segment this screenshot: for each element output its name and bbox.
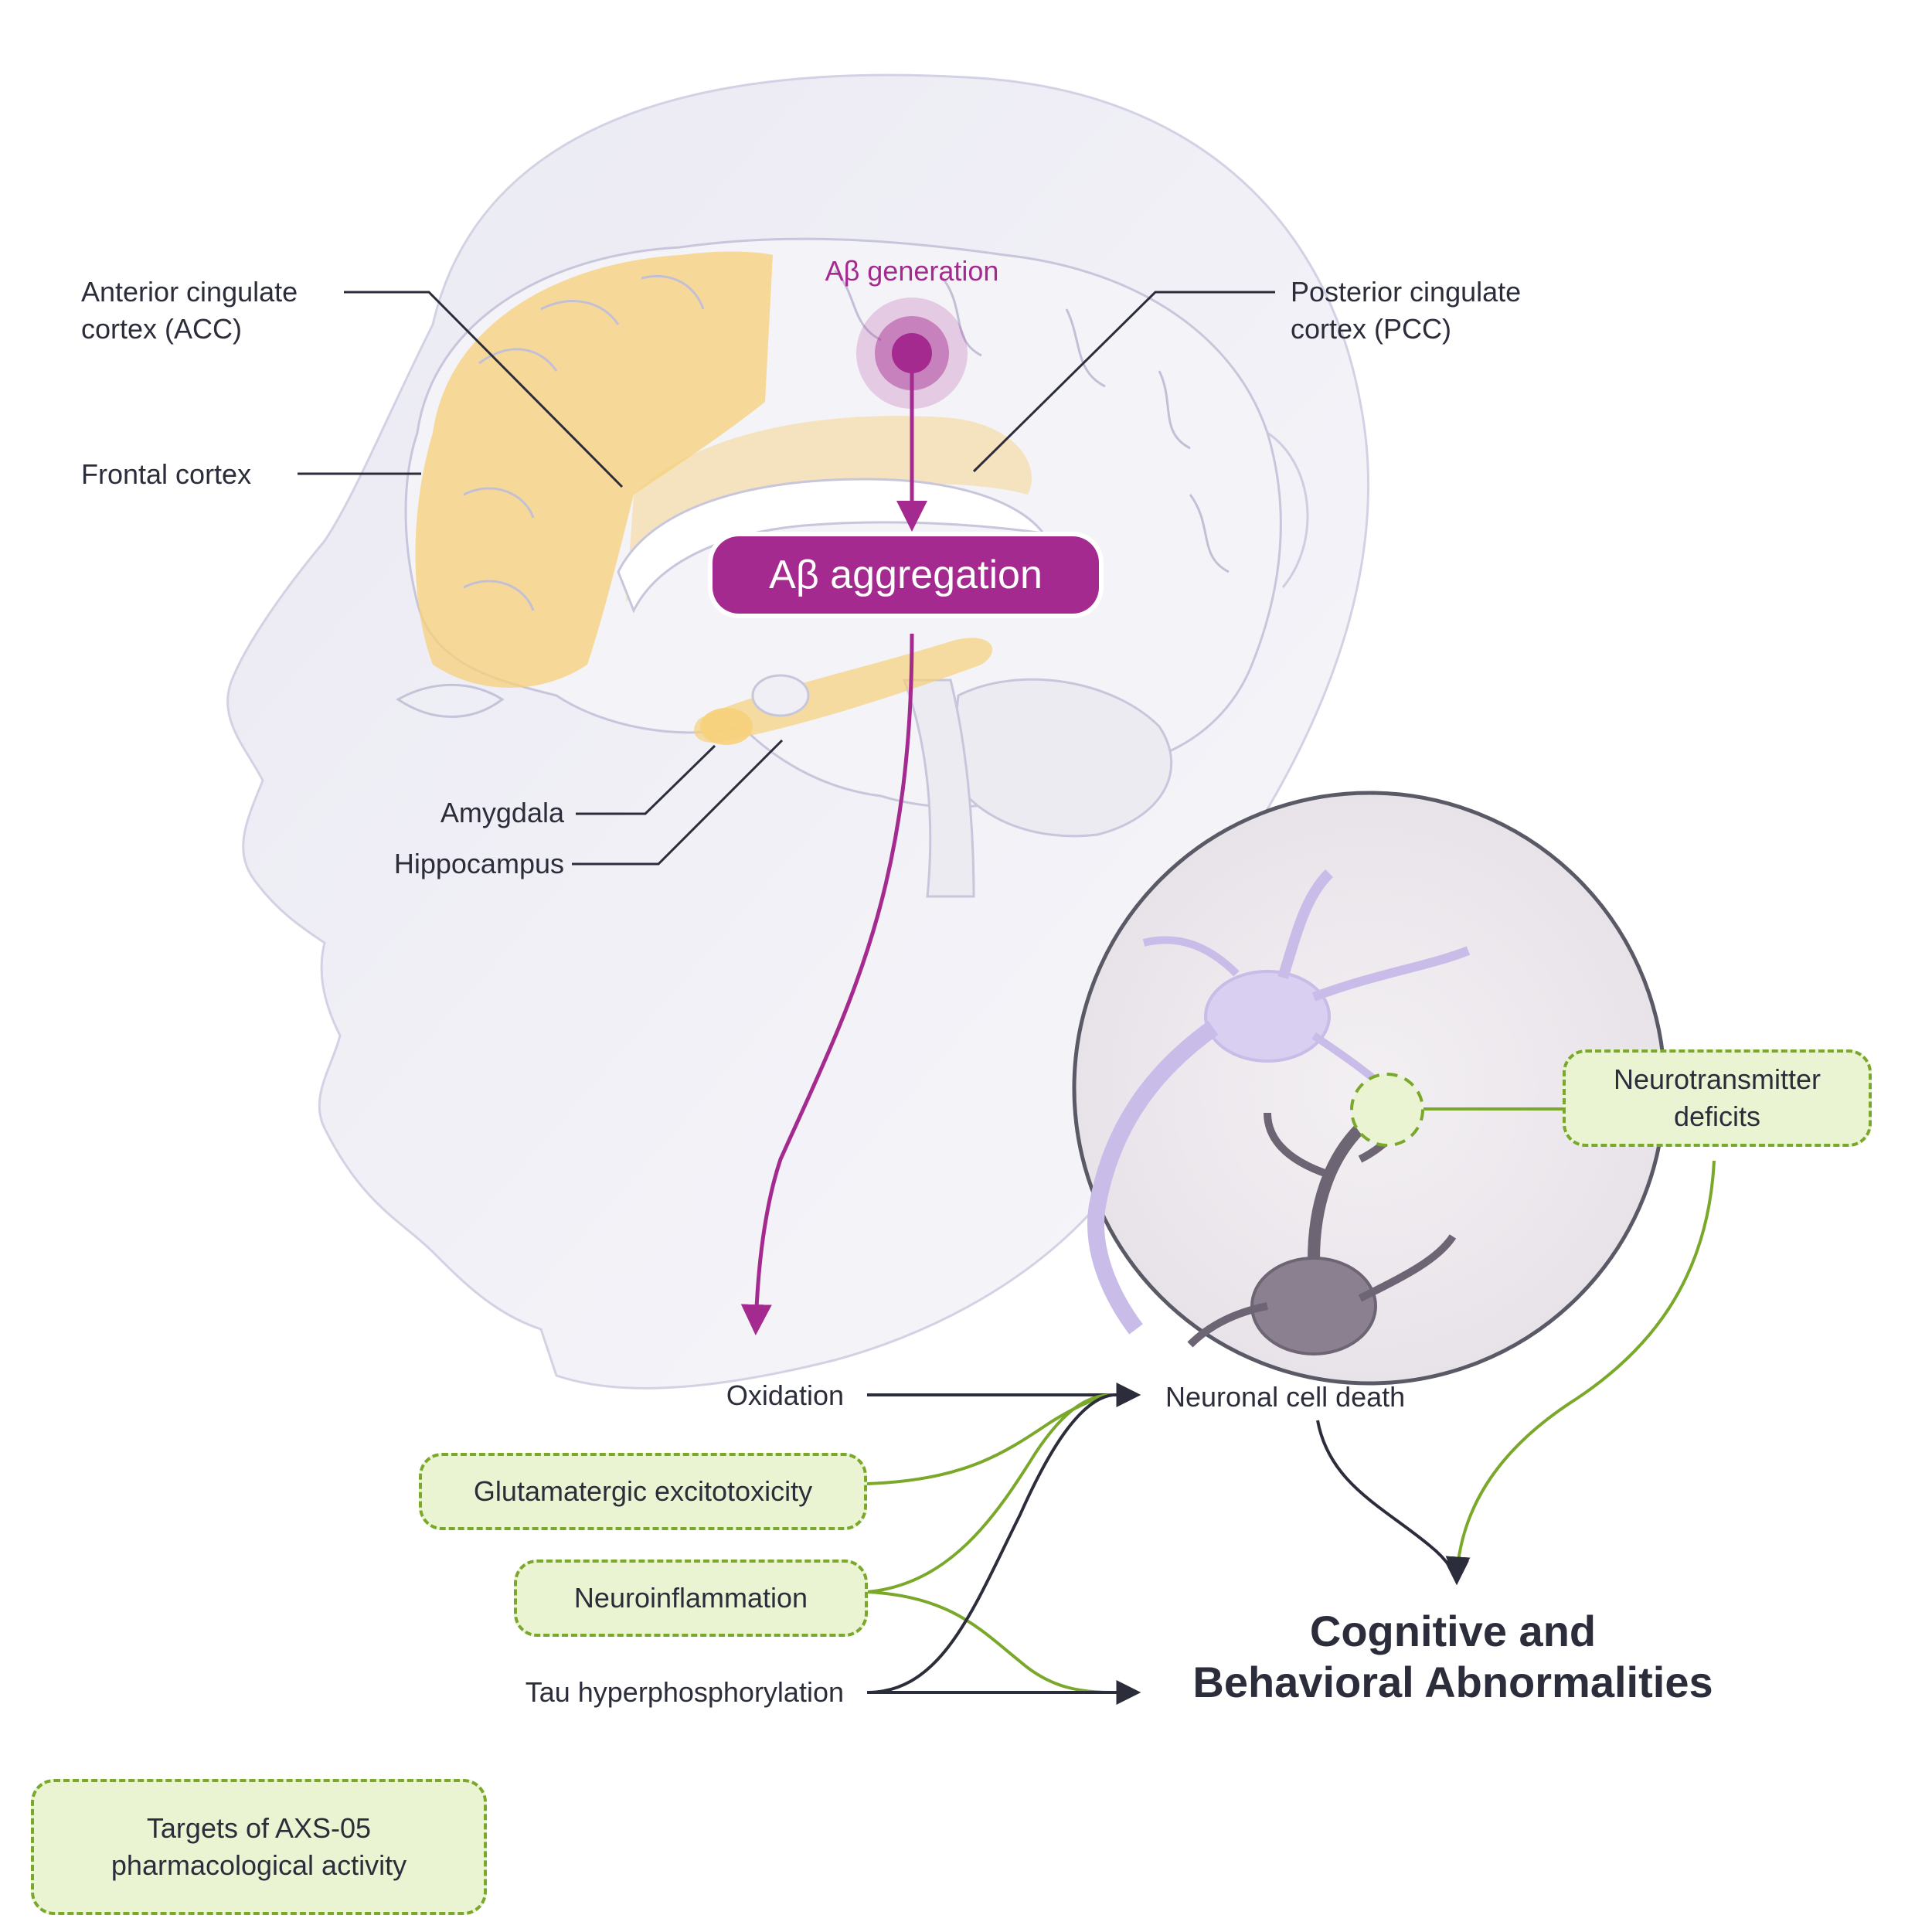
- gyri-lines: [463, 269, 1230, 611]
- target-glutamatergic: Glutamatergic excitotoxicity: [419, 1453, 867, 1530]
- thalamus-shape: [751, 674, 810, 717]
- acc-highlight: [626, 416, 1032, 603]
- target-neuroinflammation: Neuroinflammation: [514, 1560, 868, 1637]
- hippocampus-highlight: [694, 638, 993, 743]
- label-tau: Tau hyperphosphorylation: [525, 1676, 844, 1708]
- amygdala-highlight: [700, 708, 753, 745]
- arrow-tau-up: [866, 1393, 1114, 1694]
- label-ab-generation: Aβ generation: [825, 255, 999, 287]
- label-hippocampus: Hippocampus: [393, 848, 564, 879]
- synapse-highlight: [1350, 1073, 1424, 1147]
- arrow-neuroinflammation-up: [866, 1393, 1114, 1594]
- arrow-neurotransmitter-to-outcome: [1445, 1160, 1716, 1582]
- label-amygdala: Amygdala: [440, 797, 564, 828]
- cerebellum: [949, 678, 1173, 838]
- arrow-aggregation-to-oxidation: [740, 633, 914, 1335]
- ear-shape: [1267, 431, 1309, 588]
- arrow-death-to-outcome: [1316, 1420, 1469, 1586]
- brainstem: [902, 679, 975, 898]
- frontal-cortex-highlight: [415, 251, 773, 688]
- eye-shape: [396, 683, 505, 718]
- label-neuronal-cell-death: Neuronal cell death: [1165, 1381, 1406, 1413]
- arrow-neuroinflammation-down: [866, 1590, 1114, 1694]
- ab-generation-core: [892, 333, 932, 373]
- label-frontal-cortex: Frontal cortex: [81, 458, 252, 490]
- leader-lines: [298, 291, 1275, 866]
- label-oxidation: Oxidation: [726, 1379, 844, 1411]
- arrow-glutamatergic: [866, 1393, 1114, 1485]
- ab-aggregation-pill: Aβ aggregation: [713, 536, 1099, 614]
